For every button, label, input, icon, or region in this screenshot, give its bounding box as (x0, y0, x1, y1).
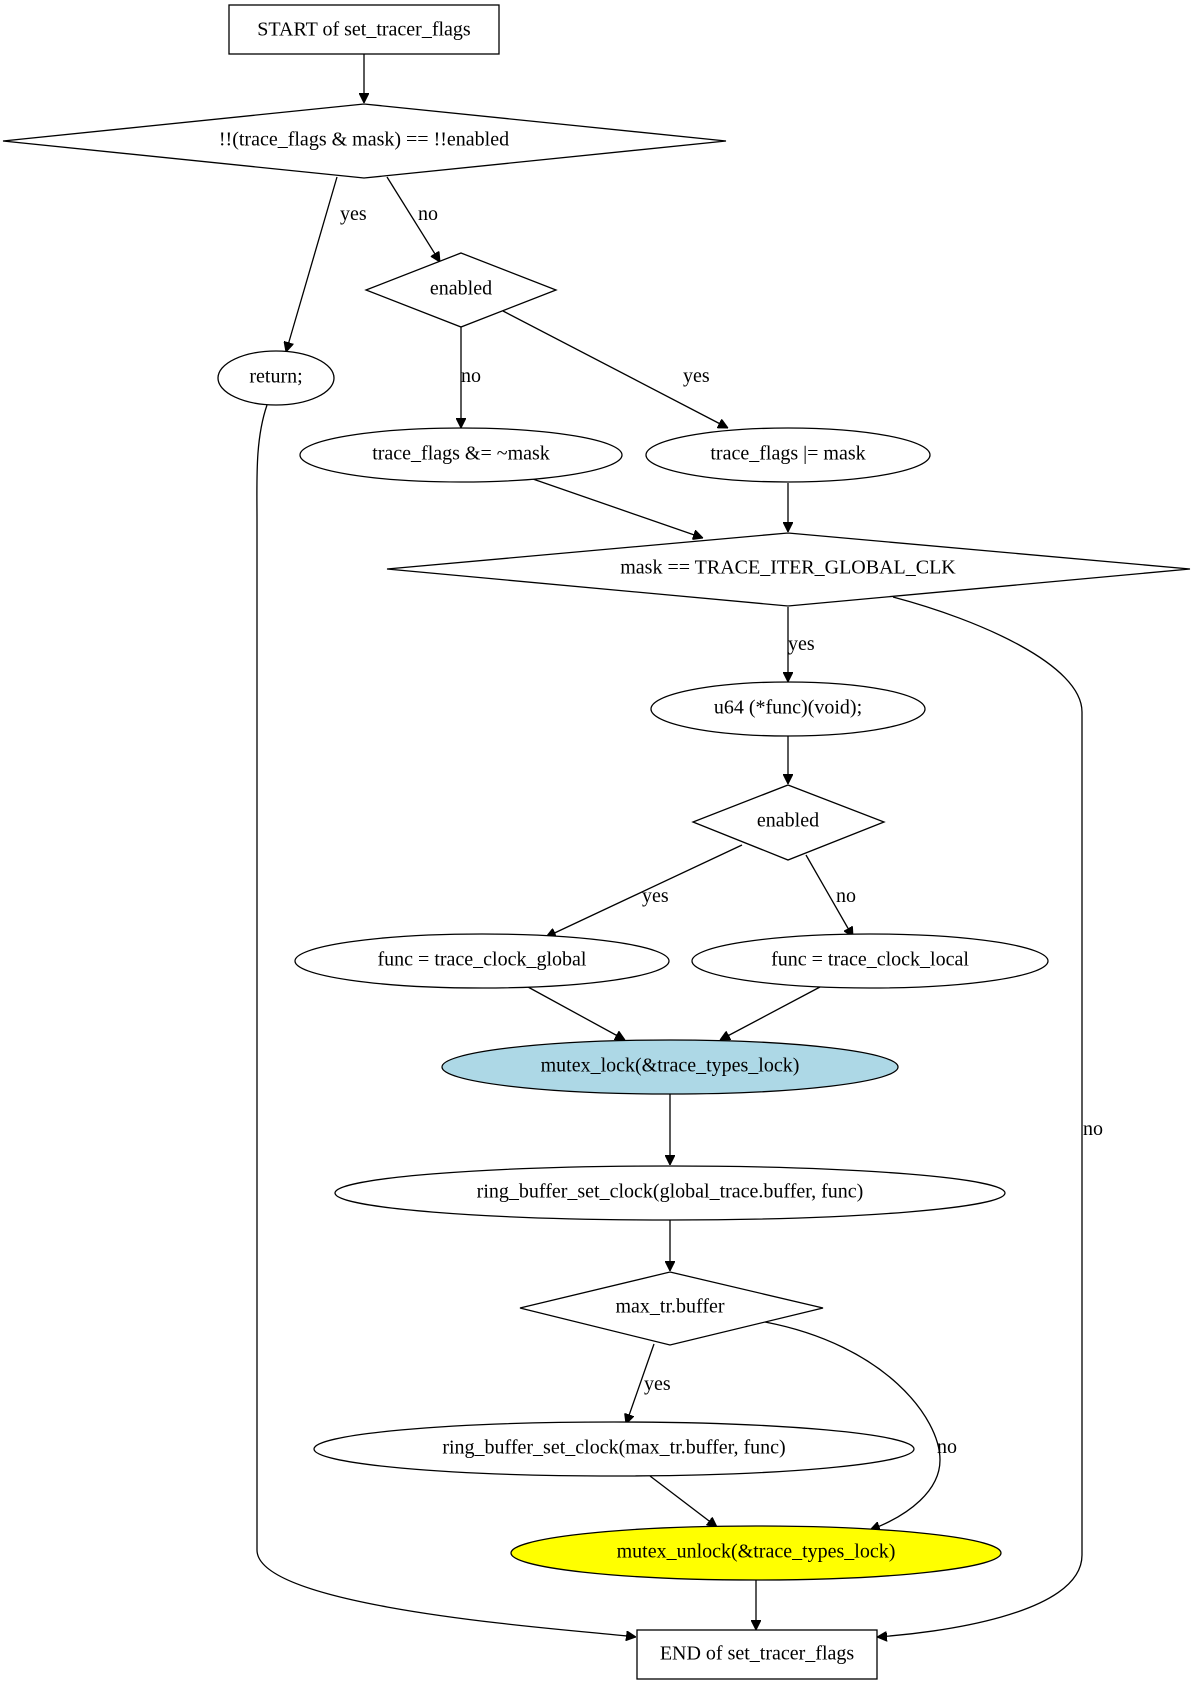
edge-global-clk-no (877, 596, 1083, 1637)
edge-ret-to-end (256, 404, 636, 1637)
condition-global-clk-label: mask == TRACE_ITER_GLOBAL_CLK (620, 557, 956, 579)
condition-enabled-first-label: enabled (430, 278, 492, 300)
edge-flags-no (386, 176, 440, 262)
edge-rb-max-to-unlock (649, 1475, 717, 1527)
edge-label-enabled1-no: no (461, 365, 481, 387)
rb-set-clock-max-node-label: ring_buffer_set_clock(max_tr.buffer, fun… (442, 1437, 785, 1459)
condition-max-tr-buffer-label: max_tr.buffer (615, 1296, 724, 1318)
edge-label-flags-yes: yes (340, 203, 367, 225)
end-node-label: END of set_tracer_flags (660, 1643, 855, 1665)
edge-global-to-lock (527, 986, 625, 1041)
set-mask-node: trace_flags |= mask (645, 427, 931, 483)
edge-enabled2-no (805, 854, 854, 937)
func-clock-local-node-label: func = trace_clock_local (771, 949, 969, 971)
nodes: START of set_tracer_flags !!(trace_flags… (2, 4, 1191, 1680)
set-mask-node-label: trace_flags |= mask (710, 443, 865, 465)
condition-enabled-second-label: enabled (757, 810, 819, 832)
clear-mask-node-label: trace_flags &= ~mask (372, 443, 550, 465)
edge-local-to-lock (720, 986, 821, 1041)
edge-label-enabled2-no: no (836, 885, 856, 907)
func-clock-local-node: func = trace_clock_local (691, 933, 1049, 989)
mutex-unlock-ellipse (510, 1525, 1002, 1581)
edge-clear-to-global-clk (529, 477, 703, 538)
return-node-label: return; (249, 366, 302, 388)
edge-label-global-clk-no: no (1083, 1118, 1103, 1140)
condition-enabled-first: enabled (364, 252, 558, 328)
edge-label-max-tr-no: no (937, 1436, 957, 1458)
condition-trace-flags-mask-label: !!(trace_flags & mask) == !!enabled (219, 129, 509, 151)
edges (256, 54, 1083, 1637)
edge-max-tr-yes (626, 1343, 655, 1424)
func-clock-global-node: func = trace_clock_global (294, 933, 670, 989)
mutex-lock-node: mutex_lock(&trace_types_lock) (441, 1039, 899, 1095)
edge-flags-yes (286, 176, 338, 352)
condition-enabled-second: enabled (691, 784, 886, 861)
edge-label-global-clk-yes: yes (788, 633, 815, 655)
end-node: END of set_tracer_flags (636, 1629, 878, 1680)
declare-func-node: u64 (*func)(void); (650, 681, 926, 737)
edge-label-flags-no: no (418, 203, 438, 225)
mutex-lock-node-label: mutex_lock(&trace_types_lock) (541, 1055, 800, 1077)
edge-labels: yes no no yes yes no yes no yes no (340, 203, 1103, 1458)
start-node-label: START of set_tracer_flags (257, 19, 471, 41)
edge-label-enabled2-yes: yes (642, 885, 669, 907)
edge-label-enabled1-yes: yes (683, 365, 710, 387)
start-node: START of set_tracer_flags (228, 4, 500, 55)
clear-mask-node: trace_flags &= ~mask (299, 427, 623, 483)
func-clock-global-node-label: func = trace_clock_global (378, 949, 587, 971)
condition-trace-flags-mask: !!(trace_flags & mask) == !!enabled (2, 103, 727, 179)
condition-global-clk: mask == TRACE_ITER_GLOBAL_CLK (386, 532, 1191, 607)
mutex-unlock-node-label: mutex_unlock(&trace_types_lock) (617, 1541, 896, 1563)
mutex-lock-ellipse (441, 1039, 899, 1095)
rb-set-clock-global-node: ring_buffer_set_clock(global_trace.buffe… (334, 1165, 1006, 1221)
edge-label-max-tr-yes: yes (644, 1373, 671, 1395)
declare-func-node-label: u64 (*func)(void); (714, 697, 862, 719)
edge-enabled1-yes (502, 310, 728, 429)
rb-set-clock-global-node-label: ring_buffer_set_clock(global_trace.buffe… (477, 1181, 864, 1203)
edge-max-tr-no (764, 1321, 941, 1530)
condition-max-tr-buffer: max_tr.buffer (519, 1271, 824, 1346)
mutex-unlock-node: mutex_unlock(&trace_types_lock) (510, 1525, 1002, 1581)
return-node: return; (217, 350, 335, 406)
rb-set-clock-max-node: ring_buffer_set_clock(max_tr.buffer, fun… (313, 1421, 915, 1477)
edge-enabled2-yes (546, 844, 743, 937)
